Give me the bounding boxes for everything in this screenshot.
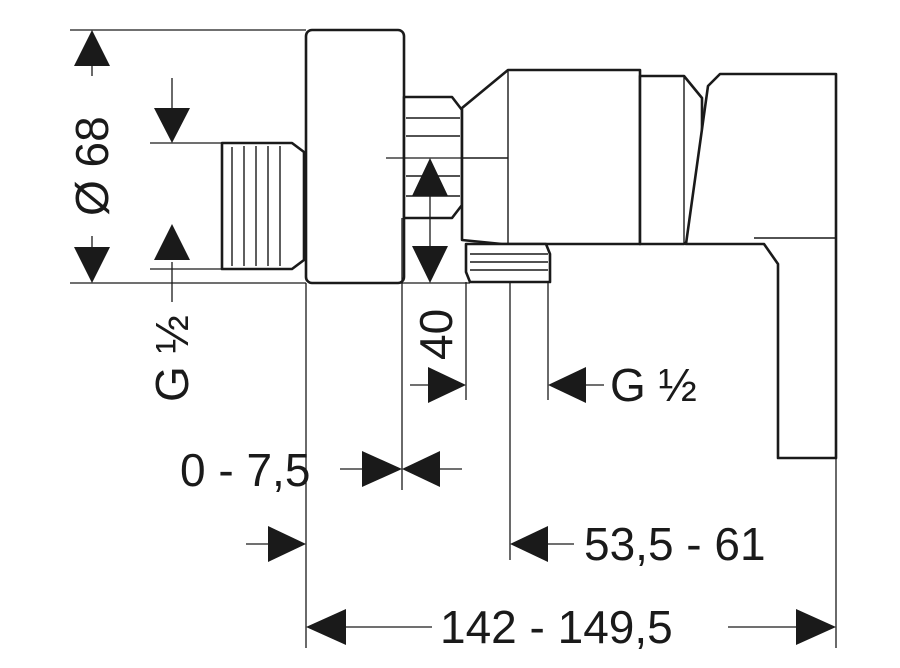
label-diameter: Ø 68: [66, 116, 118, 216]
arrow-head: [548, 367, 586, 403]
lever-handle: [684, 72, 838, 460]
dim-outlet-height: 40: [410, 158, 462, 360]
dim-overall-depth: 142 - 149,5: [306, 601, 836, 653]
valve-assembly: [220, 28, 838, 460]
arrow-head: [796, 609, 836, 645]
extension-lines: [70, 29, 837, 648]
arrow-head: [154, 108, 190, 143]
dim-body-depth: 53,5 - 61: [246, 518, 766, 570]
arrow-head: [510, 526, 548, 562]
arrow-head: [402, 451, 440, 487]
label-outlet-height: 40: [410, 309, 462, 360]
label-wall-adjust: 0 - 7,5: [180, 444, 310, 496]
label-outlet-thread: G ½: [610, 359, 697, 411]
outlet-thread: [464, 242, 552, 284]
arrow-head: [306, 609, 346, 645]
inlet-thread-hatch: [231, 146, 281, 266]
dim-wall-adjust: 0 - 7,5: [180, 444, 462, 496]
label-body-depth: 53,5 - 61: [584, 518, 766, 570]
dim-inlet-thread: G ½: [146, 78, 198, 402]
arrow-head: [412, 246, 448, 283]
arrow-head: [74, 247, 110, 283]
inlet-thread-stub: [220, 141, 306, 271]
arrow-head: [412, 158, 448, 196]
arrow-head: [362, 451, 402, 487]
arrow-head: [428, 367, 466, 403]
cover-plate: [304, 28, 406, 285]
dim-outlet-thread: G ½: [410, 359, 697, 411]
label-inlet-thread: G ½: [146, 315, 198, 402]
label-overall-depth: 142 - 149,5: [440, 601, 673, 653]
outlet-thread-hatch: [470, 253, 548, 271]
arrow-head: [154, 224, 190, 260]
valve-body: [460, 68, 642, 246]
arrow-head: [74, 30, 110, 66]
arrow-head: [268, 526, 306, 562]
dim-diameter: Ø 68: [66, 30, 118, 283]
